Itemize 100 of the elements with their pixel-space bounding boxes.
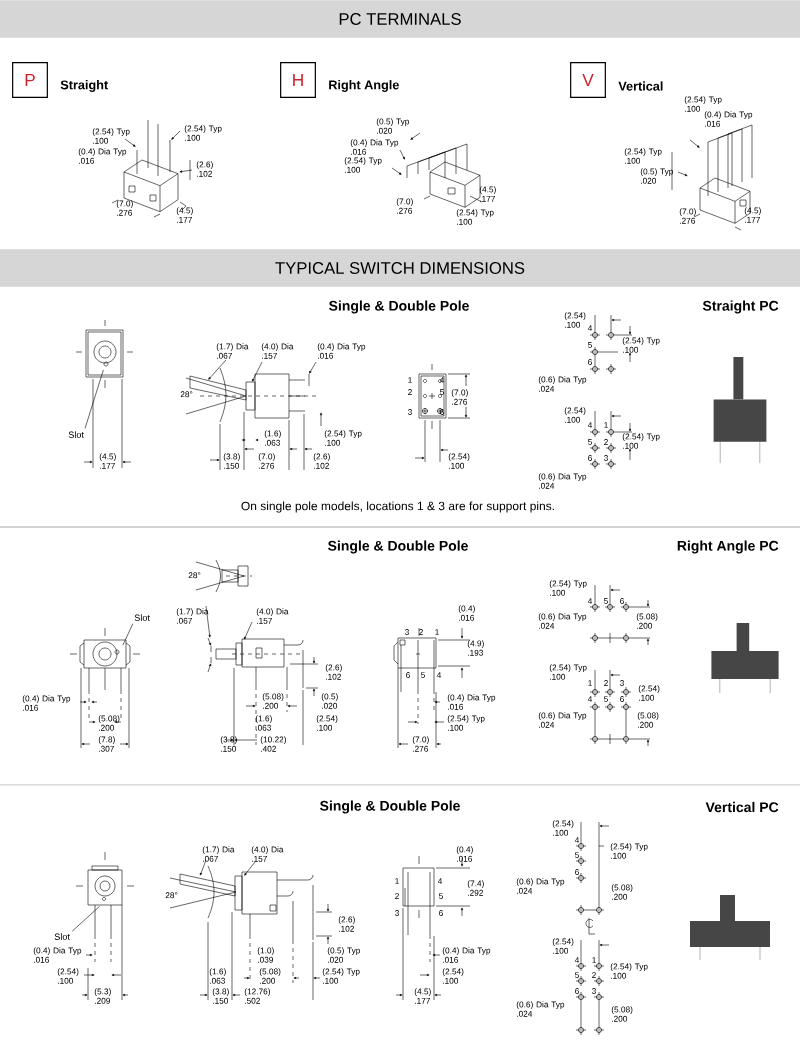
pin-number: 6	[439, 910, 443, 916]
dimension-label: (2.54) .100	[442, 968, 464, 984]
pin-number: 5	[575, 972, 579, 978]
pin-number: 3	[620, 680, 624, 686]
dimension-label: (0.4) Dia Typ .016	[78, 148, 127, 164]
angle-label: 28°	[180, 391, 193, 398]
dimension-label: (0.6) Dia Typ .024	[538, 473, 587, 489]
pin-number: 3	[408, 409, 412, 415]
terminal-type-label: Right Angle	[329, 80, 399, 92]
slot-label: Slot	[134, 614, 150, 621]
pin-number: 4	[574, 837, 580, 843]
dimension-label: (2.54) .100	[316, 715, 338, 731]
pin-number: 2	[592, 972, 596, 978]
angle-label: 28°	[188, 572, 201, 579]
pin-number: 1	[395, 878, 399, 884]
dimension-label: (0.4) Dia Typ .016	[442, 947, 491, 963]
dimension-label: (5.08) .200	[637, 712, 659, 728]
pin-number: 1	[588, 680, 592, 686]
pin-number: 5	[588, 342, 592, 348]
dimension-label: (0.6) Dia Typ .024	[516, 1001, 565, 1017]
dimension-label: (5.08) .200	[636, 613, 658, 629]
pin-number: 2	[419, 629, 423, 635]
view-heading: Straight PC	[702, 300, 779, 314]
pin-number: 6	[575, 988, 579, 994]
dimension-label: (2.54) Typ .100	[610, 963, 648, 979]
pin-number: 6	[440, 409, 444, 415]
dimension-label: (0.6) Dia Typ .024	[538, 613, 587, 629]
pin-number: 5	[440, 389, 444, 395]
pin-number: 1	[592, 957, 596, 963]
leader-line	[71, 906, 100, 932]
pin-number: 6	[406, 672, 410, 678]
dimension-label: (12.76) .502	[244, 988, 270, 1004]
pin-number: 5	[439, 893, 443, 899]
dimension-label: (5.08) .200	[259, 968, 281, 984]
dimension-label: (7.0) .276	[258, 453, 275, 469]
dimension-label: (2.54) Typ .100	[624, 148, 662, 164]
dimension-label: (3.8) .150	[223, 453, 240, 469]
pin-number: 3	[405, 629, 409, 635]
dimension-label: (0.4) Dia Typ .016	[704, 111, 753, 127]
pin-number: 5	[421, 672, 425, 678]
pin-number: 5	[604, 696, 608, 702]
dimension-label: (4.5) .177	[99, 453, 116, 469]
pin-number: 2	[408, 389, 412, 395]
dimension-label: (2.54) .100	[552, 938, 574, 954]
dimension-label: (5.08) .200	[611, 884, 633, 900]
dimension-label: (5.3) .209	[94, 988, 111, 1004]
dimension-label: (1.7) Dia .067	[176, 608, 209, 624]
pin-number: 6	[588, 455, 592, 461]
dimension-label: (2.54) Typ .100	[184, 125, 222, 141]
note-text: On single pole models, locations 1 & 3 are for support pins.	[241, 501, 554, 513]
pin-number: 6	[588, 359, 592, 365]
dimension-label: (2.54) .100	[638, 685, 660, 701]
dimension-label: (2.54) .100	[564, 312, 586, 328]
dimension-label: (0.6) Dia Typ .024	[538, 712, 587, 728]
dimension-label: (2.54) Typ .100	[622, 337, 660, 353]
dimension-label: (7.4) .292	[467, 880, 484, 896]
section-heading: Single & Double Pole	[328, 540, 468, 554]
dimension-label: (2.6) .102	[325, 664, 342, 680]
dimension-label: (2.54) Typ .100	[549, 664, 587, 680]
dimension-label: (0.4) Dia Typ .016	[447, 694, 496, 710]
section-heading: Single & Double Pole	[320, 800, 460, 814]
dimension-label: (0.5) Typ .020	[376, 118, 410, 134]
dimension-label: (7.0) .276	[451, 389, 468, 405]
view-heading: Right Angle PC	[677, 540, 779, 554]
section-band: TYPICAL SWITCH DIMENSIONS	[0, 249, 800, 287]
dimension-label: (0.4) .016	[456, 846, 473, 862]
dimension-label: (2.6) .102	[196, 161, 213, 177]
dimension-label: (2.54) .100	[57, 968, 79, 984]
pin-number: 4	[587, 696, 593, 702]
leader-line	[122, 623, 134, 646]
leader-line	[84, 369, 104, 429]
dimension-label: (2.54) Typ .100	[456, 209, 494, 225]
dimension-label: (2.54) .100	[448, 453, 470, 469]
pin-number: 4	[437, 878, 443, 884]
dimension-label: (4.0) Dia .157	[261, 343, 294, 359]
dimension-label: (2.54) Typ .100	[324, 430, 362, 446]
pin-number: 2	[604, 439, 608, 445]
dimension-label: (3.8) .150	[220, 736, 237, 752]
pin-number: 1	[435, 629, 439, 635]
dimension-label: (2.54) Typ .100	[92, 128, 130, 144]
section-band: PC TERMINALS	[0, 0, 800, 38]
angle-label: 28°	[165, 892, 178, 899]
dimension-label: (0.5) Typ .020	[640, 168, 674, 184]
pin-number: 6	[620, 598, 624, 604]
pin-number: 4	[587, 325, 593, 331]
pin-number: 4	[587, 422, 593, 428]
pin-number: 1	[408, 377, 412, 383]
dimension-label: (0.4) Dia Typ .016	[22, 695, 71, 711]
dimension-label: (5.08) .200	[611, 1006, 633, 1022]
dimension-label: (4.5) .177	[176, 207, 193, 223]
terminal-code-box: V	[570, 62, 606, 98]
dimension-label: (4.9) .193	[467, 640, 484, 656]
dimension-label: (2.54) Typ .100	[622, 433, 660, 449]
dimension-label: (2.54) .100	[564, 407, 586, 423]
dimension-label: (0.6) Dia Typ .024	[516, 878, 565, 894]
dimension-label: (2.54) Typ .100	[447, 715, 485, 731]
terminal-code-box: H	[280, 62, 316, 98]
dimension-label: (10.22) .402	[260, 736, 286, 752]
dimension-label: (4.5) .177	[479, 186, 496, 202]
dimension-label: (2.54) Typ .100	[684, 96, 722, 112]
